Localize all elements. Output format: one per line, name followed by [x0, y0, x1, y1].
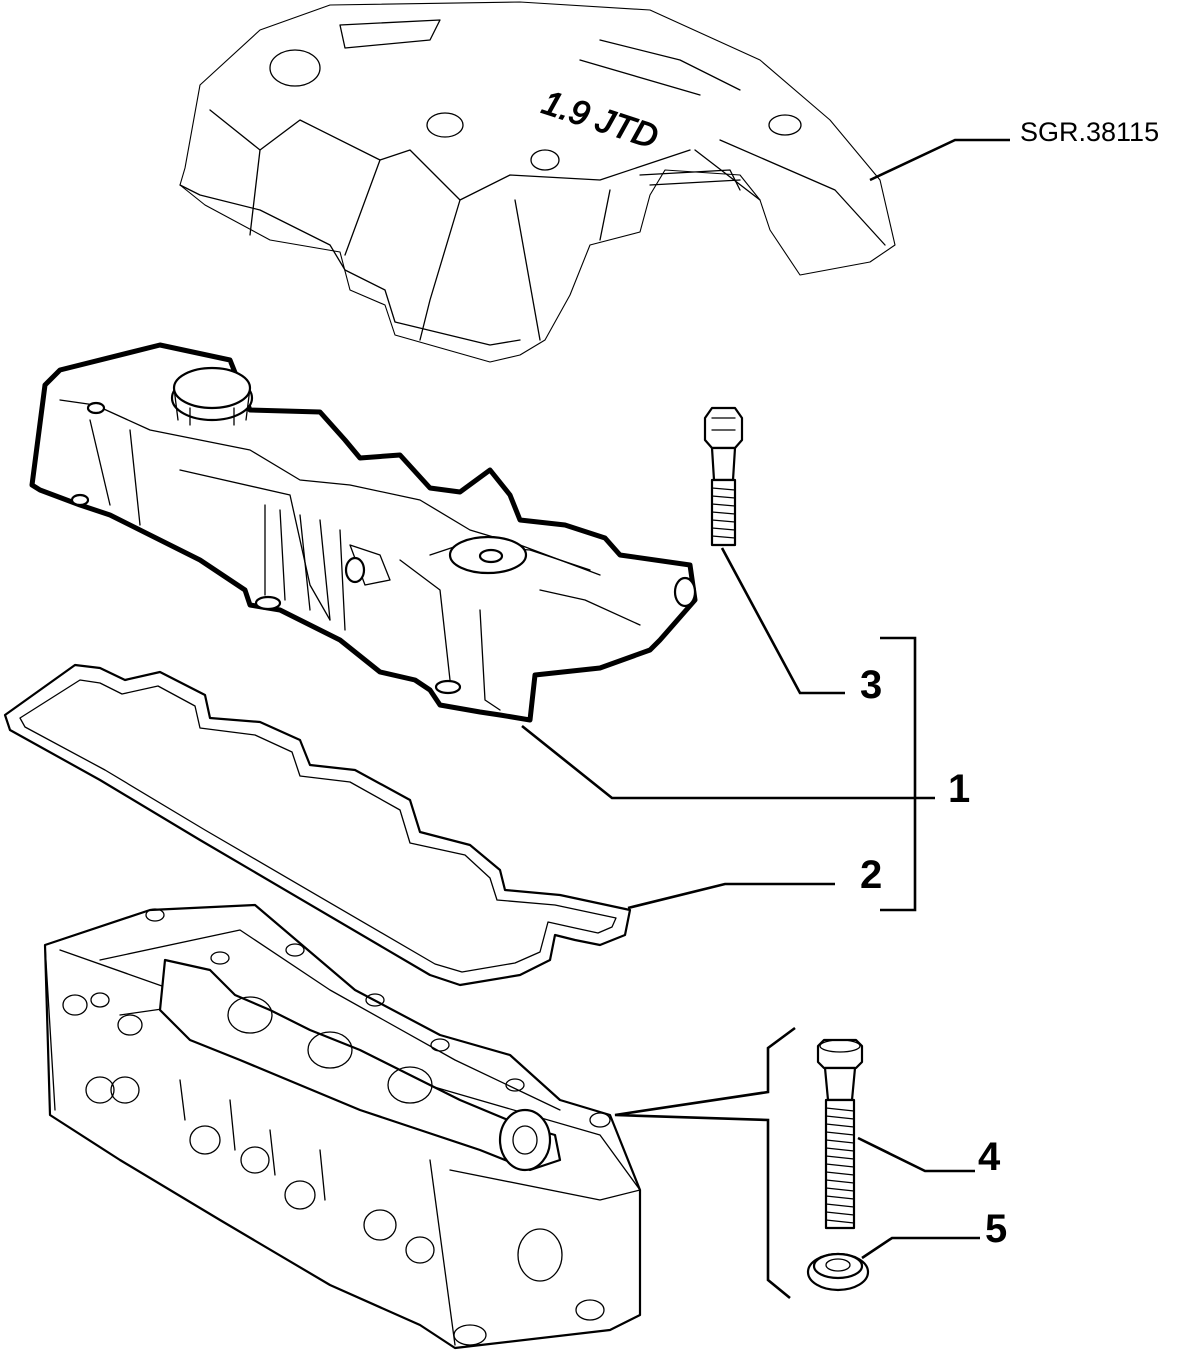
callout-5: 5: [985, 1207, 1007, 1251]
callout-1: 1: [948, 767, 970, 811]
engine-cover: 1.9 JTD: [179, 1, 896, 363]
reference-code: SGR.38115: [1020, 117, 1159, 147]
leader-lines: [521, 138, 1010, 1300]
washer: [806, 1252, 870, 1292]
callout-2: 2: [860, 853, 882, 897]
valve-cover-bolt: [703, 406, 744, 547]
callout-3: 3: [860, 663, 882, 707]
cylinder-head-bolt: [816, 1038, 864, 1230]
valve-cover-gasket: [3, 663, 632, 987]
callout-4: 4: [978, 1135, 1001, 1179]
cylinder-head: [43, 903, 642, 1350]
valve-cover: [29, 342, 698, 723]
